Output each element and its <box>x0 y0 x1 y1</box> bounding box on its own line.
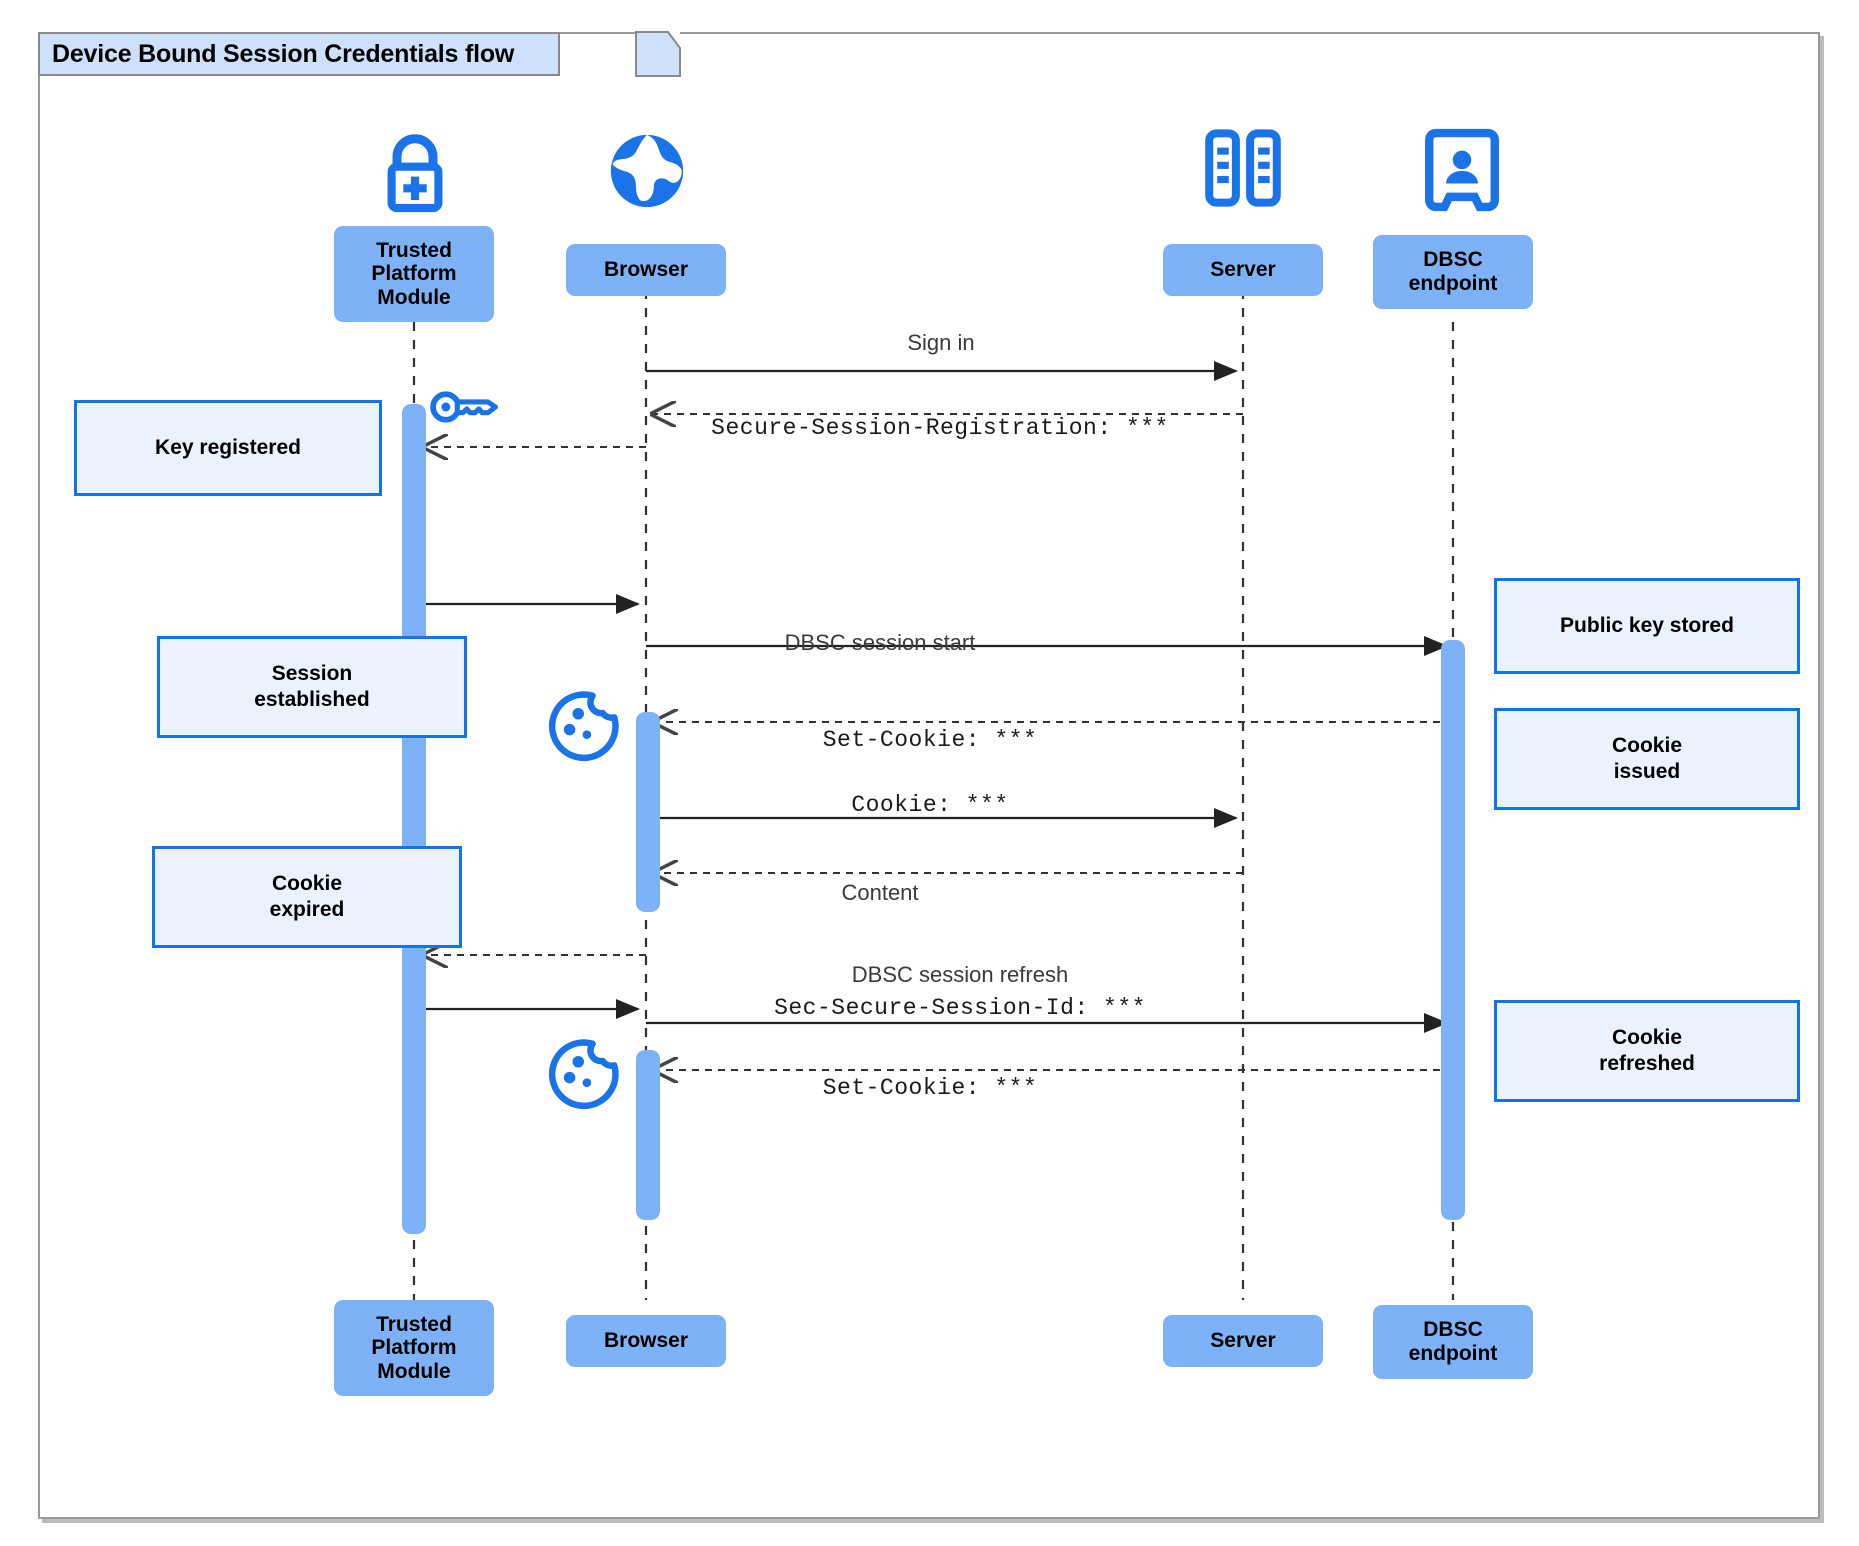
note-session-established: Session established <box>157 636 467 738</box>
activation-bar-browser-2 <box>636 1050 660 1220</box>
participant-tpm-top[interactable]: Trusted Platform Module <box>334 226 494 322</box>
participant-server-bottom[interactable]: Server <box>1163 1315 1323 1367</box>
message-label-secure-session-registration: Secure-Session-Registration: *** <box>711 415 1169 441</box>
cookie-icon <box>548 691 619 762</box>
message-label-cookie: Cookie: *** <box>851 792 1009 818</box>
globe-icon <box>610 134 684 208</box>
participant-label: Browser <box>603 258 689 282</box>
note-text: Key registered <box>155 435 301 459</box>
message-label-set-cookie-2: Set-Cookie: *** <box>822 1075 1038 1101</box>
participant-browser-top[interactable]: Browser <box>566 244 726 296</box>
message-label-dbsc-session-start: DBSC session start <box>784 630 976 655</box>
activation-bar-tpm <box>402 404 426 1234</box>
participant-dbsc-bottom[interactable]: DBSC endpoint <box>1373 1305 1533 1379</box>
note-text: Session established <box>254 661 370 711</box>
participant-server-top[interactable]: Server <box>1163 244 1323 296</box>
message-label-content: Content <box>841 880 919 905</box>
participant-label: Server <box>1210 258 1276 282</box>
participant-label: DBSC endpoint <box>1408 1318 1498 1365</box>
message-label-sec-secure-session-id: Sec-Secure-Session-Id: *** <box>774 995 1146 1021</box>
server-rack-icon <box>1205 129 1281 207</box>
message-label-dbsc-session-refresh: DBSC session refresh <box>851 962 1069 987</box>
activation-bar-dbsc <box>1441 640 1465 1220</box>
note-public-key-stored: Public key stored <box>1494 578 1800 674</box>
cookie-icon <box>548 1039 619 1110</box>
key-icon <box>430 391 498 423</box>
id-badge-icon <box>1425 128 1499 212</box>
participant-label: DBSC endpoint <box>1408 248 1498 295</box>
participant-label: Trusted Platform Module <box>371 1312 457 1383</box>
note-key-registered: Key registered <box>74 400 382 496</box>
note-cookie-issued: Cookie issued <box>1494 708 1800 810</box>
note-cookie-expired: Cookie expired <box>152 846 462 948</box>
participant-label: Server <box>1210 1329 1276 1353</box>
activation-bar-browser-1 <box>636 712 660 912</box>
note-text: Public key stored <box>1560 613 1734 637</box>
frame-title-tab: Device Bound Session Credentials flow <box>38 32 561 76</box>
note-cookie-refreshed: Cookie refreshed <box>1494 1000 1800 1102</box>
participant-tpm-bottom[interactable]: Trusted Platform Module <box>334 1300 494 1396</box>
participant-dbsc-top[interactable]: DBSC endpoint <box>1373 235 1533 309</box>
participant-label: Browser <box>603 1329 689 1353</box>
message-label-sign-in: Sign in <box>907 330 975 355</box>
diagram-title: Device Bound Session Credentials flow <box>52 39 515 68</box>
padlock-plus-icon <box>387 134 443 213</box>
message-label-set-cookie-1: Set-Cookie: *** <box>822 727 1038 753</box>
note-text: Cookie refreshed <box>1599 1025 1695 1075</box>
participant-label: Trusted Platform Module <box>371 238 457 309</box>
participant-browser-bottom[interactable]: Browser <box>566 1315 726 1367</box>
note-text: Cookie expired <box>269 871 345 921</box>
note-text: Cookie issued <box>1611 733 1682 783</box>
